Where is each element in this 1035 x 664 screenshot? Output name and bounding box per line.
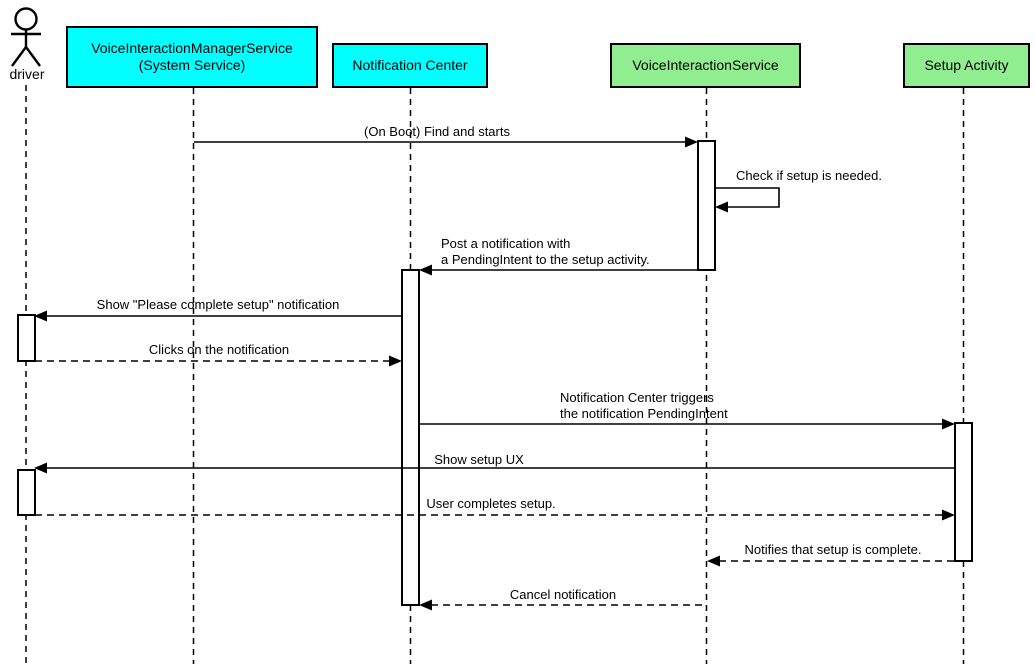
activation-voice-interaction-service [697, 140, 716, 271]
msg-check-setup-label: Check if setup is needed. [736, 168, 882, 183]
activation-notification-center [401, 269, 420, 606]
activation-driver-2 [17, 469, 36, 516]
msg-cancel-notification-arrowhead [419, 599, 432, 611]
msg-show-notification-label: Show "Please complete setup" notificatio… [96, 297, 340, 312]
actor-leg-left [11, 46, 27, 67]
activation-setup-activity [954, 422, 973, 562]
participant-label: VoiceInteractionService [632, 57, 779, 73]
msg-post-notification-label: Post a notification with a PendingIntent… [441, 236, 650, 267]
activation-driver-1 [17, 314, 36, 362]
participant-label: Setup Activity [924, 57, 1009, 73]
msg-show-notification-arrowhead [34, 310, 47, 322]
msg-user-completes-setup-arrowhead [942, 509, 955, 521]
msg-post-notification-arrowhead [419, 264, 432, 276]
actor-label: driver [9, 66, 45, 82]
msg-cancel-notification-label: Cancel notification [509, 587, 617, 602]
msg-clicks-notification-arrowhead [389, 355, 402, 367]
msg-notifies-complete-arrowhead [707, 555, 720, 567]
participant-label: Notification Center [352, 57, 468, 73]
actor-leg-right [25, 46, 41, 67]
msg-show-setup-ux-arrowhead [34, 462, 47, 474]
participant-voice-interaction-service: VoiceInteractionService [610, 43, 801, 88]
participant-notification-center: Notification Center [332, 43, 488, 88]
participant-label: VoiceInteractionManagerService (System S… [91, 40, 293, 73]
msg-on-boot-find-arrowhead [685, 136, 698, 148]
participant-setup-activity: Setup Activity [903, 43, 1030, 88]
actor-head [14, 7, 38, 31]
msg-show-setup-ux-label: Show setup UX [434, 452, 524, 467]
msg-check-setup-arrowhead [715, 201, 728, 213]
msg-clicks-notification-label: Clicks on the notification [148, 342, 290, 357]
participant-voice-interaction-manager-service: VoiceInteractionManagerService (System S… [66, 26, 318, 88]
msg-user-completes-setup-label: User completes setup. [426, 496, 556, 511]
msg-check-setup-self-line [715, 187, 780, 208]
msg-trigger-pendingintent-arrowhead [942, 418, 955, 430]
msg-notifies-complete-label: Notifies that setup is complete. [744, 542, 922, 557]
actor-icon [11, 7, 41, 67]
msg-on-boot-find-label: (On Boot) Find and starts [364, 124, 510, 139]
msg-trigger-pendingintent-label: Notification Center triggers the notific… [560, 390, 728, 421]
